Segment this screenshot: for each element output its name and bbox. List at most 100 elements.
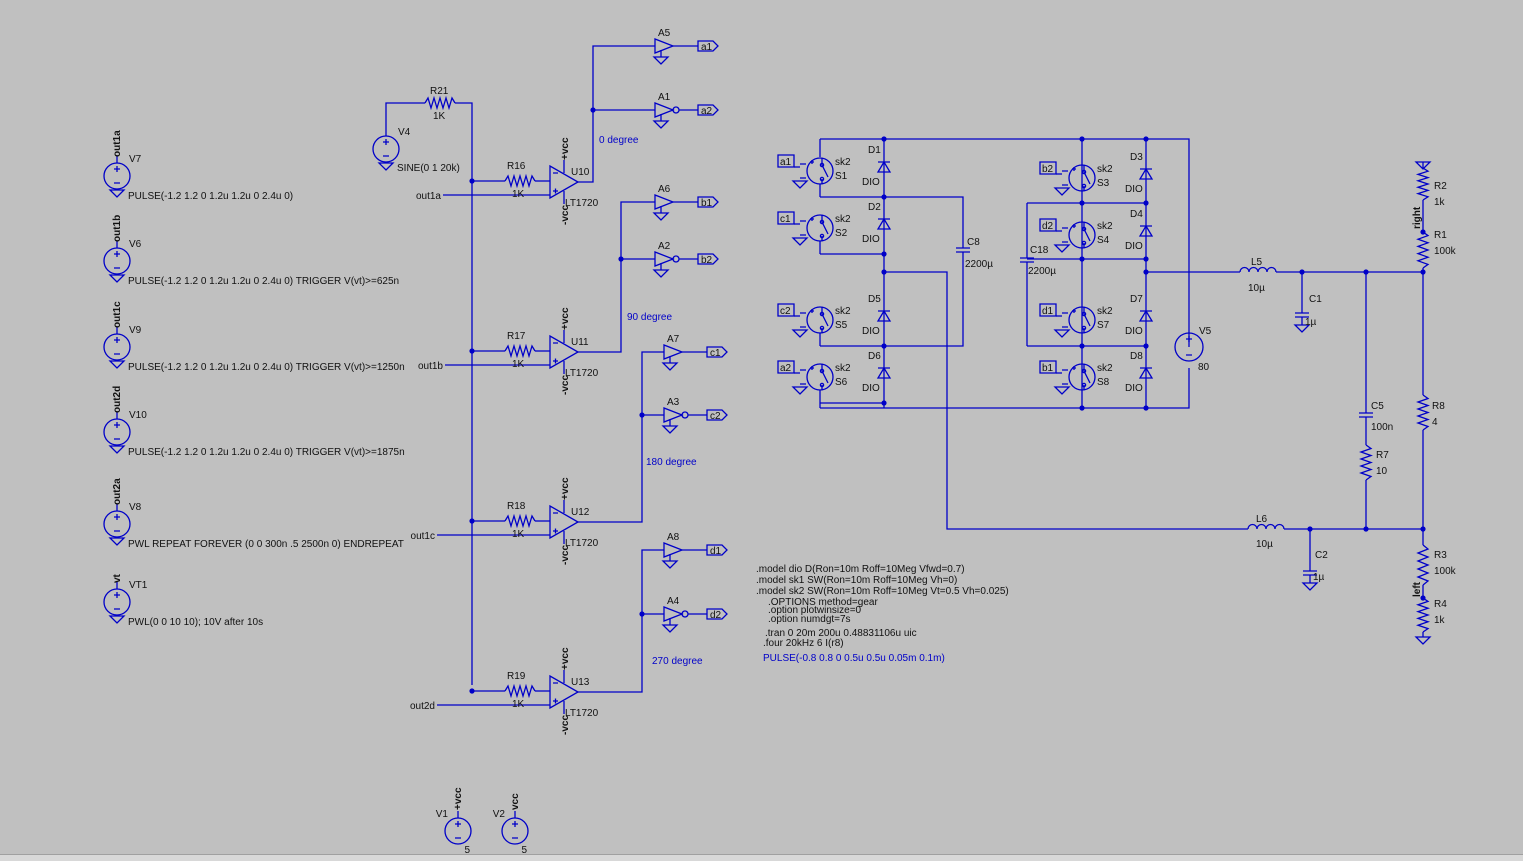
resistor-name: R7 (1376, 450, 1389, 461)
source-v5[interactable] (1174, 332, 1204, 362)
resistor-r4[interactable] (1415, 597, 1431, 633)
switch-s5[interactable] (800, 306, 834, 334)
wire (884, 260, 964, 347)
resistor-r8[interactable] (1416, 394, 1430, 431)
port-d2[interactable] (1039, 218, 1057, 232)
inductor-l5[interactable] (1239, 266, 1277, 273)
resistor-r16[interactable] (504, 173, 536, 189)
port-label: d2 (710, 610, 722, 621)
port-a1[interactable] (697, 40, 719, 52)
capacitor-c18[interactable] (1020, 250, 1034, 270)
opamp-vcc-pos: +vcc (560, 307, 571, 330)
port-a2[interactable] (697, 104, 719, 116)
resistor-r7[interactable] (1359, 444, 1373, 481)
buffer-name: A1 (658, 92, 671, 103)
port-d1[interactable] (1039, 303, 1057, 317)
diode-d3[interactable] (1138, 167, 1154, 180)
supply-v1[interactable] (444, 817, 472, 845)
buffer-a4[interactable] (663, 606, 689, 625)
resistor-r18[interactable] (504, 513, 536, 529)
opamp-u11[interactable] (549, 330, 580, 374)
switch-model: sk2 (835, 306, 851, 317)
directive-four[interactable]: .four 20kHz 6 I(r8) (763, 638, 844, 649)
ground-r2 (1414, 161, 1432, 170)
buffer-a8[interactable] (663, 542, 684, 561)
port-a1[interactable] (777, 154, 795, 168)
buffer-a7[interactable] (663, 344, 684, 363)
port-b1[interactable] (1039, 360, 1057, 374)
ground-c1 (1293, 324, 1311, 333)
resistor-r3[interactable] (1416, 544, 1430, 586)
port-b2[interactable] (697, 253, 719, 265)
directive-model-sk2[interactable]: .model sk2 SW(Ron=10m Roff=10Meg Vt=0.5 … (756, 586, 1009, 597)
buffer-a6[interactable] (654, 194, 675, 213)
port-c2[interactable] (777, 303, 795, 317)
source-v10[interactable] (103, 418, 131, 446)
opamp-u10[interactable] (549, 160, 580, 204)
port-b2[interactable] (1039, 161, 1057, 175)
diode-d4[interactable] (1138, 224, 1154, 237)
source-v6[interactable] (103, 247, 131, 275)
directive-option-numdgt[interactable]: .option numdgt=7s (768, 614, 851, 625)
directive-options-method[interactable]: .OPTIONS method=gear (768, 597, 878, 608)
supply-v2[interactable] (501, 817, 529, 845)
switch-s4[interactable] (1062, 221, 1096, 249)
directive-model-sk1[interactable]: .model sk1 SW(Ron=10m Roff=10Meg Vh=0) (756, 575, 957, 586)
buffer-a3[interactable] (663, 407, 689, 426)
port-c1[interactable] (777, 211, 795, 225)
diode-d5[interactable] (876, 309, 892, 322)
switch-s1[interactable] (800, 157, 834, 185)
diode-d8[interactable] (1138, 366, 1154, 379)
capacitor-c1[interactable] (1295, 305, 1309, 325)
resistor-r17[interactable] (504, 343, 536, 359)
port-c1[interactable] (706, 346, 728, 358)
switch-s7[interactable] (1062, 306, 1096, 334)
diode-d1[interactable] (876, 160, 892, 173)
switch-s6[interactable] (800, 363, 834, 391)
ground-v4 (377, 162, 395, 171)
port-b1[interactable] (697, 196, 719, 208)
diode-d2[interactable] (876, 217, 892, 230)
opamp-u13[interactable] (549, 670, 580, 714)
net-label-right: right (1412, 206, 1423, 229)
port-c2[interactable] (706, 409, 728, 421)
resistor-r19[interactable] (504, 683, 536, 699)
source-v4[interactable] (372, 135, 400, 163)
source-v8[interactable] (103, 510, 131, 538)
net-label-out1a: out1a (112, 130, 123, 157)
capacitor-c5[interactable] (1359, 405, 1373, 425)
net-label-vt: vt (112, 573, 123, 583)
resistor-r21[interactable] (424, 95, 456, 111)
buffer-a5[interactable] (654, 38, 675, 57)
inductor-l6[interactable] (1247, 523, 1285, 530)
wire (820, 138, 1190, 347)
source-vt1[interactable] (103, 588, 131, 616)
source-v7[interactable] (103, 162, 131, 190)
switch-control-label: c1 (780, 214, 791, 225)
junction-dot (1143, 343, 1149, 349)
buffer-a1[interactable] (654, 102, 680, 121)
switch-s3[interactable] (1062, 164, 1096, 192)
diode-d7[interactable] (1138, 309, 1154, 322)
resistor-r2[interactable] (1415, 167, 1431, 201)
opamp-name: U12 (571, 507, 590, 518)
directive-tran[interactable]: .tran 0 20m 200u 0.48831106u uic (765, 628, 917, 639)
capacitor-c2[interactable] (1303, 563, 1317, 583)
port-a2[interactable] (777, 360, 795, 374)
switch-s8[interactable] (1062, 363, 1096, 391)
net-label-out2d: out2d (112, 386, 123, 413)
capacitor-c8[interactable] (956, 240, 970, 260)
diode-d6[interactable] (876, 366, 892, 379)
resistor-r1[interactable] (1416, 231, 1430, 269)
port-label: a1 (701, 42, 713, 53)
port-d1[interactable] (706, 544, 728, 556)
opamp-u12[interactable] (549, 500, 580, 544)
directive-model-dio[interactable]: .model dio D(Ron=10m Roff=10Meg Vfwd=0.7… (756, 564, 965, 575)
comment-pulse[interactable]: PULSE(-0.8 0.8 0 0.5u 0.5u 0.05m 0.1m) (763, 653, 945, 664)
source-v9[interactable] (103, 333, 131, 361)
buffer-a2[interactable] (654, 251, 680, 270)
port-d2[interactable] (706, 608, 728, 620)
directive-option-plotwinsize[interactable]: .option plotwinsize=0 (768, 605, 862, 616)
switch-s2[interactable] (800, 214, 834, 242)
